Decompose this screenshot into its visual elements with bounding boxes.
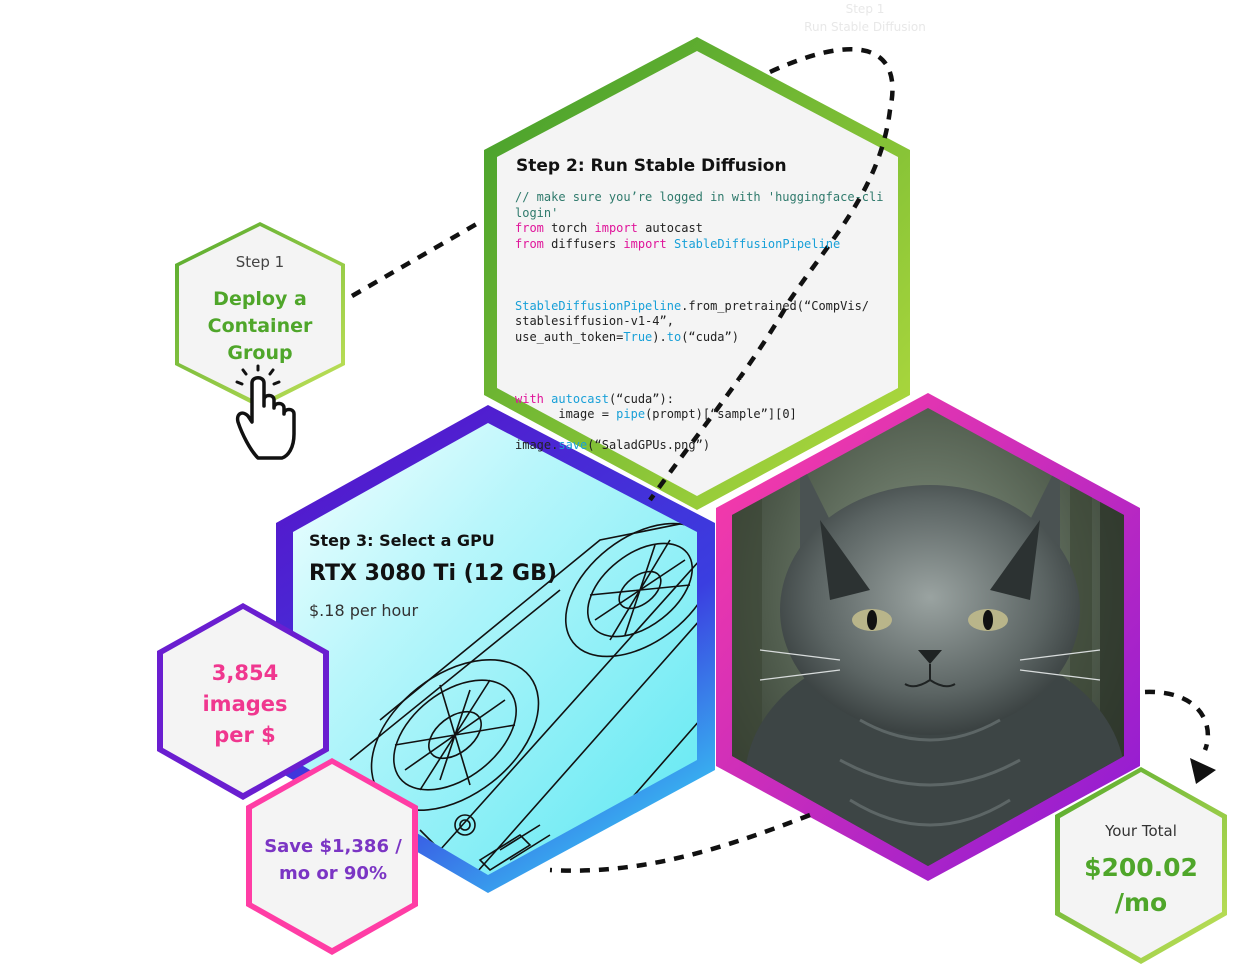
code-token: image. (515, 438, 559, 452)
code-keyword: from (515, 236, 544, 251)
code-fn: to (666, 329, 682, 344)
code-keyword: with (515, 391, 544, 406)
gpu-name: RTX 3080 Ti (12 GB) (309, 561, 557, 586)
ghost-caption: Step 1 Run Stable Diffusion (804, 2, 926, 34)
connector-step2-step3 (648, 46, 895, 502)
code-fn: autocast (551, 391, 609, 406)
total-hexagon (1055, 767, 1227, 964)
code-token: (prompt)[“sample”][0] (645, 407, 797, 421)
code-keyword: import (594, 221, 638, 235)
total-value: $200.02 /mo (1084, 853, 1198, 917)
pointer-hand-icon (235, 364, 296, 460)
code-token: torch (551, 221, 588, 235)
code-keyword: import (623, 236, 667, 251)
step1-action[interactable]: Deploy a Container Group (207, 288, 313, 364)
code-literal: True (623, 329, 653, 344)
code-token: diffusers (551, 236, 617, 251)
code-faded: pipe = (515, 283, 559, 297)
code-class: StableDiffusionPipeline (674, 236, 841, 251)
code-token: image = (515, 407, 617, 421)
connector-step1-step2 (350, 220, 482, 298)
connector-step3-cat (549, 812, 811, 873)
code-token: (“SaladGPUs.png”) (587, 438, 711, 452)
code-block: // make sure you’re logged in with 'hugg… (515, 190, 884, 452)
gpu-price: $.18 per hour (309, 601, 419, 620)
code-fn: pipe (616, 407, 646, 421)
step2-hexagon (484, 37, 910, 510)
code-token: (“cuda”): (608, 391, 674, 406)
code-fn: save (558, 438, 588, 452)
step3-hexagon (276, 405, 715, 893)
code-faded: prompt = “a photo of a salad with cats” (515, 376, 797, 390)
step1-hexagon[interactable] (175, 222, 345, 408)
code-token: (“cuda”) (681, 329, 739, 344)
arrow-head-icon (1190, 758, 1216, 784)
code-comment: // make sure you’re logged in with 'hugg… (515, 190, 884, 220)
flow-connectors (350, 46, 1211, 873)
code-token: .from_pretrained(“CompVis/ stablesiffusi… (515, 298, 870, 344)
code-class: StableDiffusionPipeline (515, 298, 682, 313)
images-per-dollar-hexagon (157, 603, 329, 800)
step1-title: Step 1 (235, 253, 285, 271)
code-keyword: from (515, 221, 544, 235)
connector-cat-total (1144, 689, 1211, 751)
images-per-dollar: 3,854 images per $ (202, 661, 288, 747)
step3-title: Step 3: Select a GPU (309, 531, 495, 550)
savings-text: Save $1,386 / mo or 90% (264, 836, 402, 884)
code-token: autocast (645, 221, 703, 235)
step2-title: Step 2: Run Stable Diffusion (516, 156, 787, 176)
savings-hexagon (246, 758, 418, 955)
total-label: Your Total (1105, 822, 1177, 840)
